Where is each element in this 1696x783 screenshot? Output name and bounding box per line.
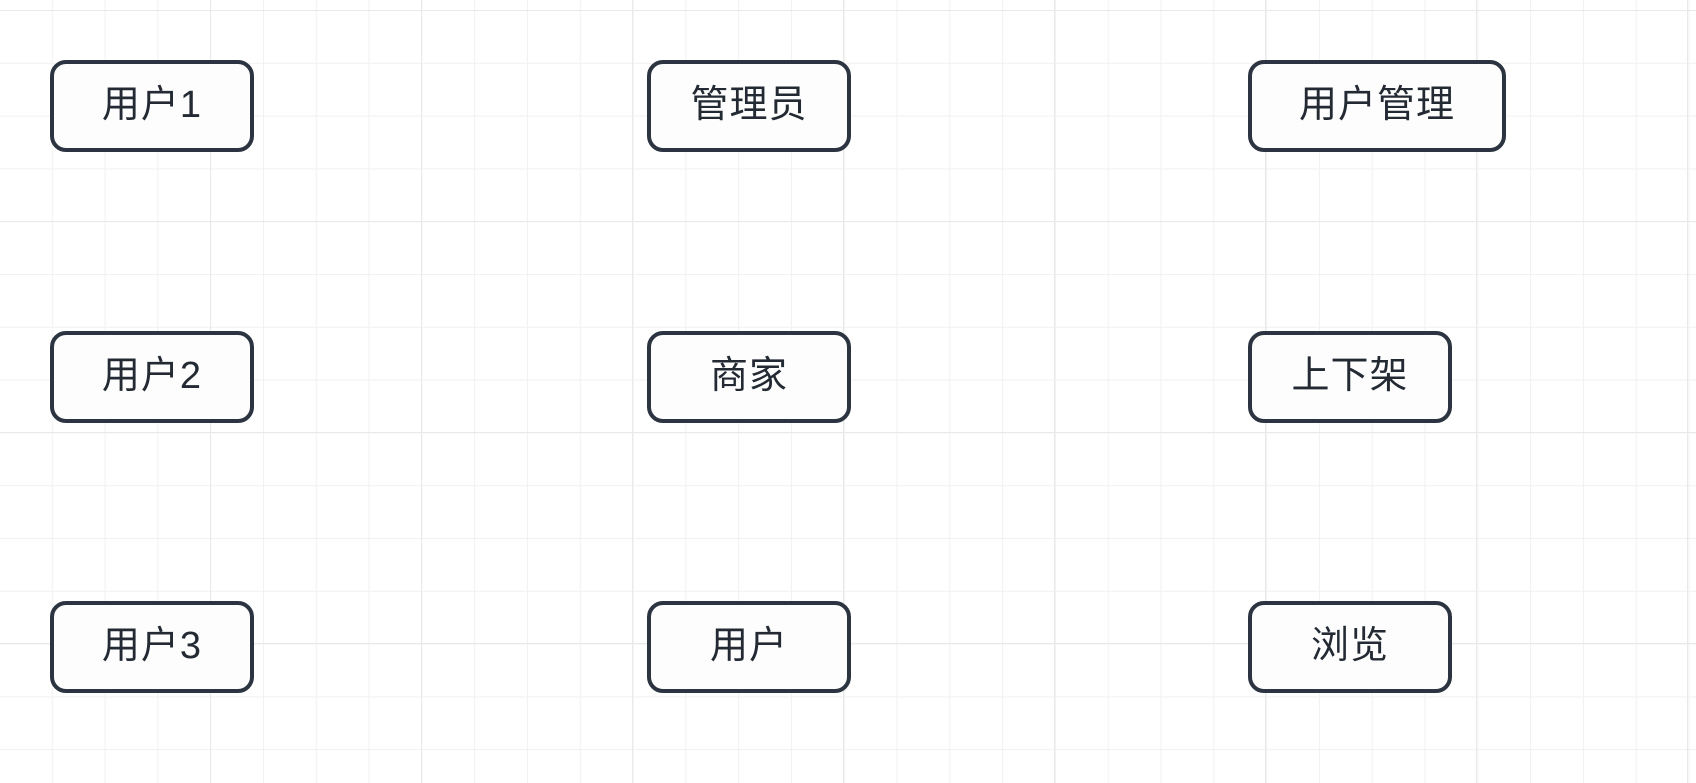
node-shelf-management[interactable]: 上下架 bbox=[1248, 331, 1452, 423]
node-label: 用户2 bbox=[101, 355, 203, 397]
node-label: 管理员 bbox=[690, 84, 808, 126]
node-label: 上下架 bbox=[1291, 355, 1409, 397]
node-admin[interactable]: 管理员 bbox=[647, 60, 851, 152]
node-label: 用户管理 bbox=[1298, 84, 1455, 126]
node-label: 商家 bbox=[709, 355, 788, 397]
node-browse[interactable]: 浏览 bbox=[1248, 601, 1452, 693]
node-user-management[interactable]: 用户管理 bbox=[1248, 60, 1506, 152]
node-label: 用户1 bbox=[101, 84, 203, 126]
node-user2[interactable]: 用户2 bbox=[50, 331, 254, 423]
node-label: 用户 bbox=[709, 625, 788, 667]
node-label: 浏览 bbox=[1310, 625, 1389, 667]
node-merchant[interactable]: 商家 bbox=[647, 331, 851, 423]
node-label: 用户3 bbox=[101, 625, 203, 667]
node-user3[interactable]: 用户3 bbox=[50, 601, 254, 693]
node-user1[interactable]: 用户1 bbox=[50, 60, 254, 152]
node-user-role[interactable]: 用户 bbox=[647, 601, 851, 693]
